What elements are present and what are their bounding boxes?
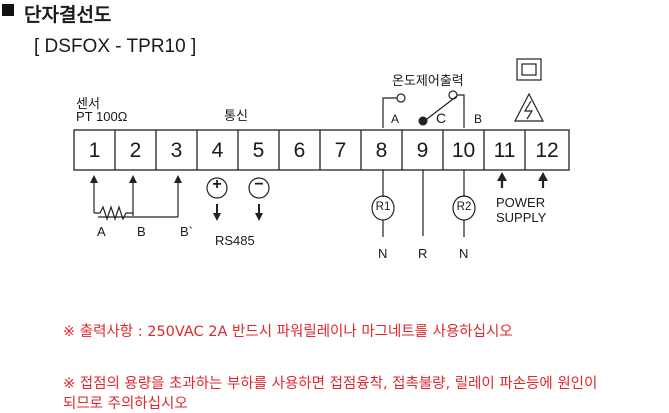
ground-symbol-icon xyxy=(516,58,542,81)
comm-label: 통신 xyxy=(224,109,248,124)
sensor-label: 센서 xyxy=(76,97,100,112)
note-output: ※ 출력사항 : 250VAC 2A 반드시 파워릴레이나 마그네트를 사용하십… xyxy=(63,324,513,340)
sensor-type-label: PT 100Ω xyxy=(76,109,128,124)
rs485-arrows xyxy=(213,204,263,221)
relay-b-label: B xyxy=(474,112,483,126)
terminal-2: 2 xyxy=(129,139,142,162)
page-title: 단자결선도 xyxy=(24,4,112,26)
output-label: 온도제어출력 xyxy=(392,74,464,89)
power-arrows xyxy=(497,172,548,188)
sensor-a-label: A xyxy=(97,224,106,239)
terminal-5: 5 xyxy=(252,139,265,162)
terminal-9: 9 xyxy=(416,139,429,162)
sensor-b-label: B xyxy=(137,224,146,239)
high-voltage-warning-icon xyxy=(514,92,544,122)
terminal-1: 1 xyxy=(88,139,101,162)
sensor-wiring xyxy=(93,180,179,221)
terminal-12: 12 xyxy=(535,139,559,162)
r-label: R xyxy=(418,246,428,261)
sensor-arrows xyxy=(90,175,182,183)
terminal-3: 3 xyxy=(170,139,183,162)
rs485-plus-label: + xyxy=(212,176,222,193)
load-symbols xyxy=(371,170,476,237)
r2-label: R2 xyxy=(456,201,472,213)
r1-label: R1 xyxy=(375,201,391,213)
relay-a-label: A xyxy=(391,112,400,126)
n2-label: N xyxy=(459,246,469,261)
terminal-10: 10 xyxy=(451,139,476,162)
rs485-minus-label: − xyxy=(254,176,264,193)
terminal-4: 4 xyxy=(211,139,224,162)
terminal-6: 6 xyxy=(293,139,306,162)
model-name: [ DSFOX - TPR10 ] xyxy=(34,36,197,57)
terminal-11: 11 xyxy=(493,139,516,162)
note-contact: ※ 접점의 용량을 초과하는 부하를 사용하면 접점융착, 접촉불량, 릴레이 … xyxy=(63,376,598,392)
n1-label: N xyxy=(378,246,388,261)
terminal-7: 7 xyxy=(334,139,347,162)
note-contact-cont: 되므로 주의하십시오 xyxy=(63,396,188,412)
sensor-b2-label: B` xyxy=(180,224,193,239)
supply-label: SUPPLY xyxy=(496,210,547,225)
rs485-symbols xyxy=(206,177,270,199)
terminal-block xyxy=(73,129,570,171)
relay-c-label: C xyxy=(436,110,447,126)
terminal-8: 8 xyxy=(375,139,388,162)
relay-common-dot xyxy=(418,116,428,126)
title-bullet-icon xyxy=(2,4,14,16)
rs485-label: RS485 xyxy=(215,233,255,248)
power-label: POWER xyxy=(496,195,546,210)
relay-contacts xyxy=(382,90,465,128)
